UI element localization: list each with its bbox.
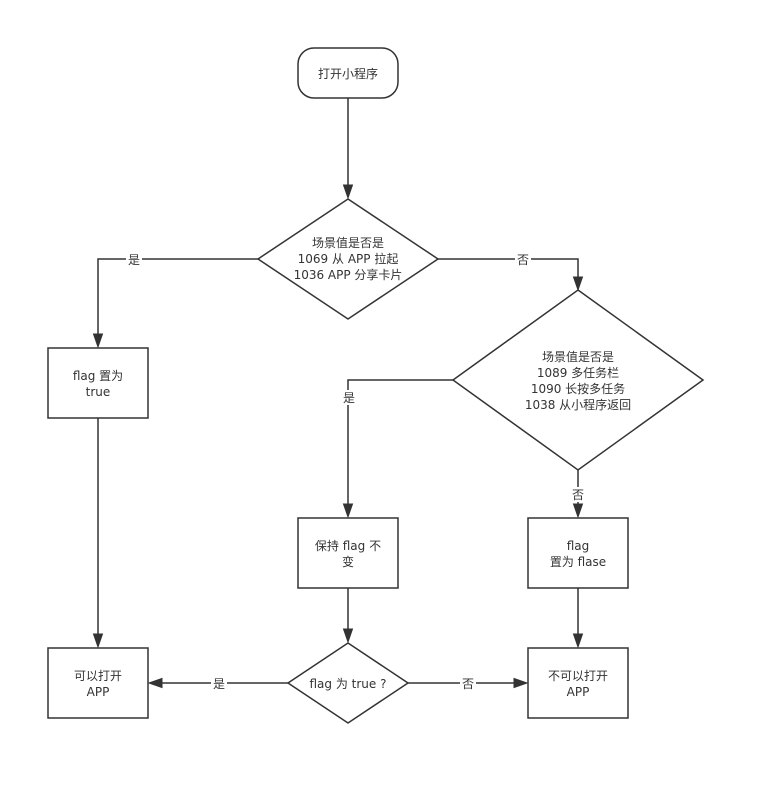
svg-text:1036 APP 分享卡片: 1036 APP 分享卡片 (294, 267, 403, 282)
arrow-head (572, 276, 584, 292)
edge-label-decision-app-no: 否 (517, 253, 529, 267)
svg-text:不可以打开: 不可以打开 (548, 669, 608, 683)
svg-text:1089 多任务栏: 1089 多任务栏 (537, 365, 619, 380)
svg-text:1069 从 APP 拉起: 1069 从 APP 拉起 (298, 251, 399, 266)
svg-text:场景值是否是: 场景值是否是 (312, 235, 384, 250)
svg-text:场景值是否是: 场景值是否是 (542, 349, 614, 364)
svg-text:打开小程序: 打开小程序 (318, 66, 378, 81)
arrow-head (92, 333, 104, 349)
edge-decision-app-no (438, 258, 579, 281)
svg-text:变: 变 (342, 554, 354, 569)
svg-text:1038 从小程序返回: 1038 从小程序返回 (525, 397, 631, 412)
svg-text:flag: flag (567, 539, 590, 553)
node-flag-true: flag 置为 true (47, 347, 149, 419)
arrow-head (342, 628, 354, 644)
node-can-open: 可以打开 APP (47, 647, 149, 719)
arrow-head (147, 677, 163, 689)
node-start: 打开小程序 (297, 47, 399, 99)
arrow-head (572, 503, 584, 519)
edge-label-decision-app-yes: 是 (128, 253, 140, 267)
arrow-head (342, 503, 354, 519)
arrow-head (342, 184, 354, 200)
svg-text:置为 flase: 置为 flase (550, 555, 606, 569)
svg-text:保持 flag 不: 保持 flag 不 (315, 538, 381, 553)
edge-label-decision-task-no: 否 (572, 488, 584, 502)
node-decision-flag: flag 为 true ? (286, 642, 410, 724)
arrow-head (572, 633, 584, 649)
svg-text:flag 为 true ?: flag 为 true ? (310, 677, 387, 691)
arrow-head (92, 633, 104, 649)
edge-label-decision-flag-yes: 是 (213, 677, 225, 691)
svg-text:可以打开: 可以打开 (74, 669, 122, 683)
svg-text:flag 置为: flag 置为 (73, 369, 123, 383)
edge-decision-task-yes (347, 379, 453, 508)
node-cannot-open: 不可以打开 APP (527, 647, 629, 719)
node-flag-false: flag 置为 flase (527, 517, 629, 589)
edge-label-decision-task-yes: 是 (343, 391, 355, 405)
svg-text:APP: APP (87, 685, 110, 699)
edge-label-decision-flag-no: 否 (462, 677, 474, 691)
arrow-head (513, 677, 529, 689)
edge-decision-app-yes (97, 258, 258, 338)
svg-text:true: true (86, 385, 111, 399)
svg-text:1090 长按多任务: 1090 长按多任务 (531, 381, 625, 396)
node-keep-flag: 保持 flag 不 变 (297, 517, 399, 589)
edge-labels: 是 否 是 否 是 否 (126, 252, 586, 691)
svg-text:APP: APP (567, 685, 590, 699)
node-decision-app: 场景值是否是 1069 从 APP 拉起 1036 APP 分享卡片 (256, 198, 440, 320)
node-decision-task: 场景值是否是 1089 多任务栏 1090 长按多任务 1038 从小程序返回 (451, 289, 705, 471)
